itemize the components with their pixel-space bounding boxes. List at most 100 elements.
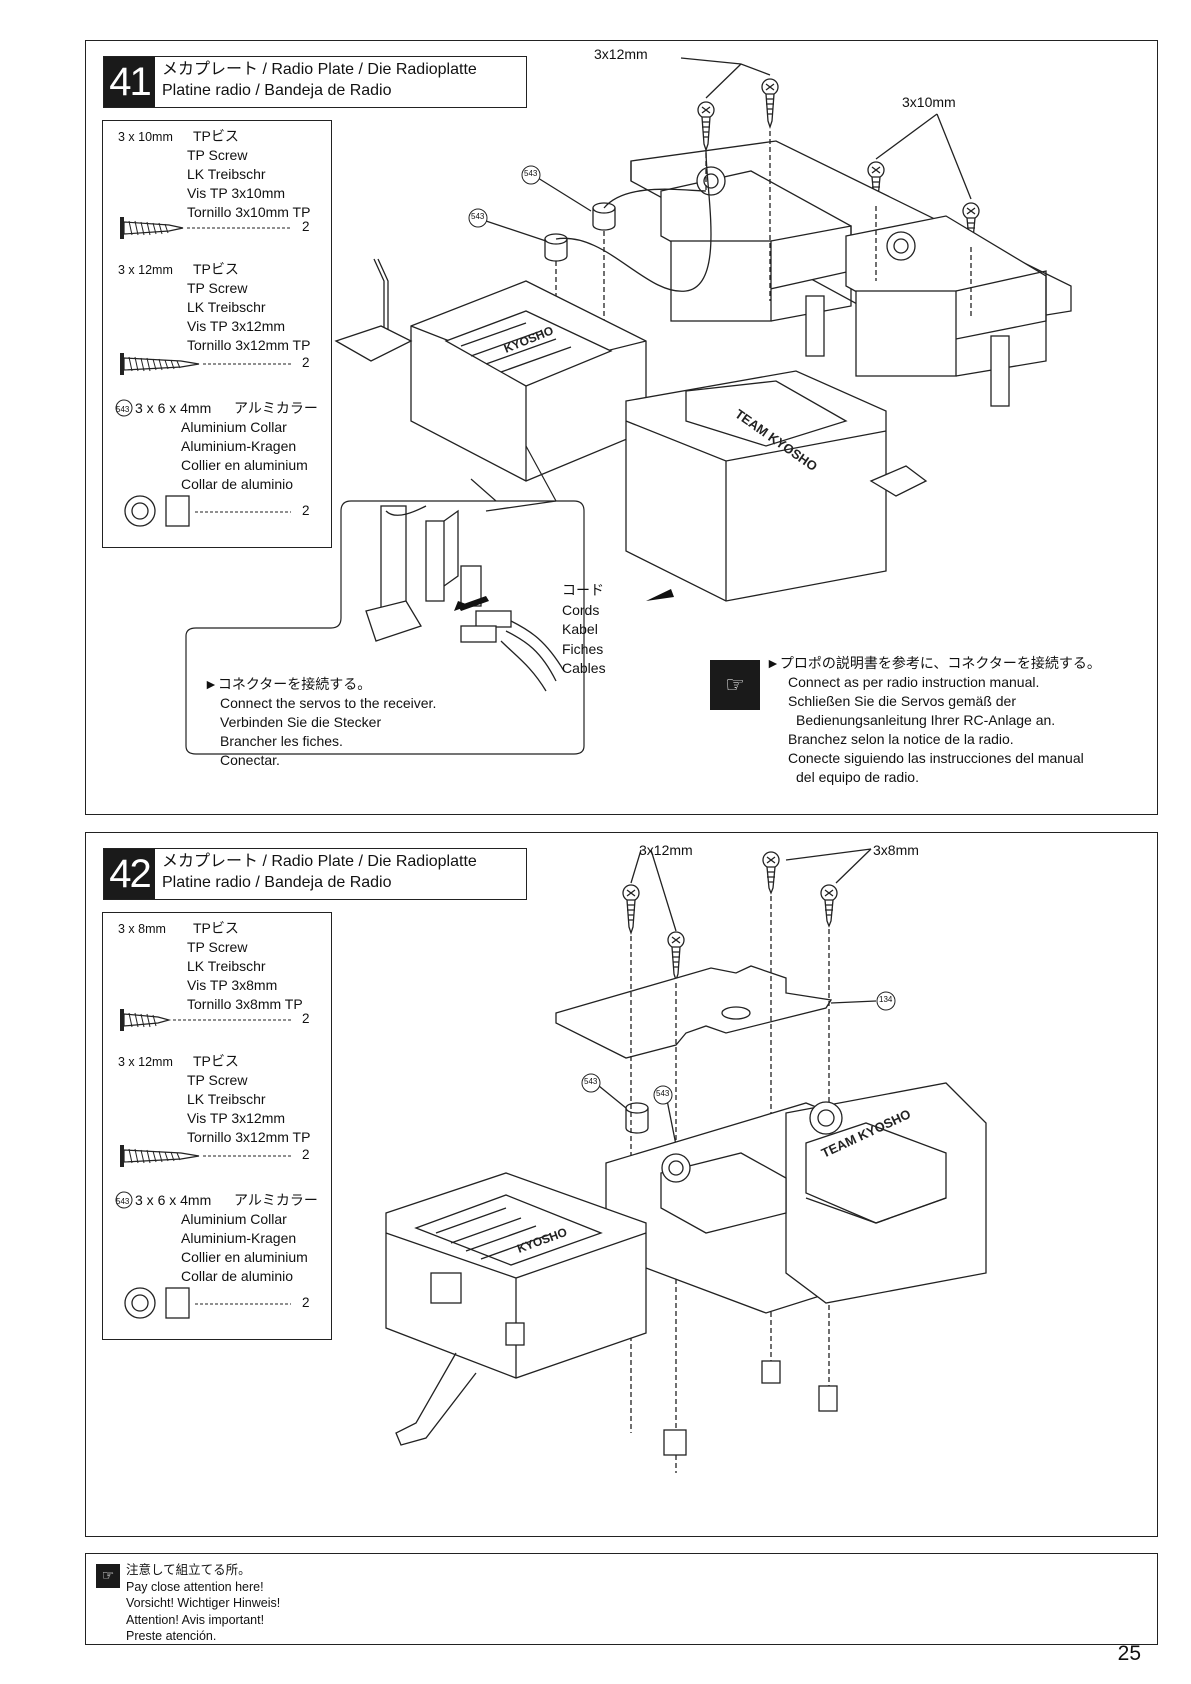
screw12b-name-2: Vis TP 3x12mm <box>187 1110 286 1126</box>
screw12-size: 3 x 12mm <box>118 263 173 277</box>
label-3x12mm-42: 3x12mm <box>639 842 693 858</box>
attention-de: Vorsicht! Wichtiger Hinweis! <box>126 1596 281 1610</box>
screw10-name-2: Vis TP 3x10mm <box>187 185 286 201</box>
note-de-1: Schließen Sie die Servos gemäß der <box>788 693 1016 709</box>
screw12-icon <box>120 353 291 375</box>
attention-jp: 注意して組立てる所。 <box>126 1563 251 1577</box>
collar2-name-0: Aluminium Collar <box>181 1211 287 1227</box>
screw8-size: 3 x 8mm <box>118 922 166 936</box>
step-42-title-line2: Platine radio / Bandeja de Radio <box>162 874 392 891</box>
screw12b-name-0: TP Screw <box>187 1072 248 1088</box>
collar2-qty: 2 <box>302 1295 310 1310</box>
step-41-number: 41 <box>104 57 155 107</box>
step-41-title-box: 41 メカプレート / Radio Plate / Die Radioplatt… <box>103 56 527 108</box>
note-en: Connect as per radio instruction manual. <box>788 674 1040 690</box>
screw8-name-2: Vis TP 3x8mm <box>187 977 278 993</box>
collar-name-1: Aluminium-Kragen <box>181 438 297 454</box>
collar-jp: アルミカラー <box>234 400 318 416</box>
note-es-2: del equipo de radio. <box>796 769 919 785</box>
connect-es: Conectar. <box>220 752 280 768</box>
attention-fr: Attention! Avis important! <box>126 1612 265 1627</box>
step-41-panel: 41 メカプレート / Radio Plate / Die Radioplatt… <box>85 40 1158 815</box>
cords-en: Cords <box>562 601 600 618</box>
collar2-num: 543 <box>116 1197 130 1206</box>
note-de-2: Bedienungsanleitung Ihrer RC-Anlage an. <box>796 712 1056 728</box>
collar-size: 3 x 6 x 4mm <box>135 400 212 416</box>
screw10-jp: TPビス <box>193 128 239 144</box>
screw12-jp: TPビス <box>193 261 239 277</box>
screw8-qty: 2 <box>302 1011 310 1026</box>
attention-en: Pay close attention here! <box>126 1579 264 1594</box>
collar-name-3: Collar de aluminio <box>181 476 294 492</box>
screw10-icon <box>120 217 291 239</box>
label-3x8mm: 3x8mm <box>873 842 919 858</box>
collar-qty: 2 <box>302 503 310 518</box>
screw8-name-1: LK Treibschr <box>187 958 266 974</box>
screw12b-jp: TPビス <box>193 1053 239 1069</box>
label-543a-42: 543 <box>584 1077 598 1086</box>
step-42-number: 42 <box>104 849 155 899</box>
collar2-size: 3 x 6 x 4mm <box>135 1192 212 1208</box>
connect-jp: ►コネクターを接続する。 <box>204 676 372 692</box>
attention-footer: ☞ 注意して組立てる所。 Pay close attention here! V… <box>85 1553 1158 1645</box>
step-41-parts-list: 3 x 10mm TPビス TP Screw LK Treibschr Vis … <box>102 120 332 548</box>
note-connect-manual: ►プロポの説明書を参考に、コネクターを接続する。 Connect as per … <box>766 654 1101 787</box>
collar2-jp: アルミカラー <box>234 1192 318 1208</box>
step-41-title-line1: メカプレート / Radio Plate / Die Radioplatte <box>162 61 477 78</box>
screw8-jp: TPビス <box>193 920 239 936</box>
label-134: 134 <box>879 995 893 1004</box>
collar-name-0: Aluminium Collar <box>181 419 287 435</box>
step-41-assembly-drawing: KYOSHO TEAM KYOSHO <box>185 57 1072 755</box>
label-543a: 543 <box>471 212 485 221</box>
detail-connect-text: ►コネクターを接続する。 Connect the servos to the r… <box>204 675 436 770</box>
screw12-name-1: LK Treibschr <box>187 299 266 315</box>
screw12b-name-1: LK Treibschr <box>187 1091 266 1107</box>
collar2-name-1: Aluminium-Kragen <box>181 1230 297 1246</box>
pointing-hand-icon: ☞ <box>710 660 760 710</box>
cords-fr: Fiches <box>562 640 604 657</box>
screw10-name-1: LK Treibschr <box>187 166 266 182</box>
screw12b-qty: 2 <box>302 1147 310 1162</box>
screw12-name-0: TP Screw <box>187 280 248 296</box>
part-543b-badge <box>115 1191 133 1209</box>
cords-de: Kabel <box>562 621 598 637</box>
step-41-title-line2: Platine radio / Bandeja de Radio <box>162 82 392 99</box>
screw12-qty: 2 <box>302 355 310 370</box>
cords-jp: コード <box>562 582 604 598</box>
screw12b-name-3: Tornillo 3x12mm TP <box>187 1129 311 1145</box>
screw10-size: 3 x 10mm <box>118 130 173 144</box>
collar2-icon <box>124 1287 291 1319</box>
collar-num: 543 <box>116 405 130 414</box>
collar-icon <box>124 495 291 527</box>
screw8-icon <box>120 1009 291 1031</box>
step-42-title: メカプレート / Radio Plate / Die Radioplatte P… <box>162 851 477 893</box>
step-42-title-box: 42 メカプレート / Radio Plate / Die Radioplatt… <box>103 848 527 900</box>
screw10-name-3: Tornillo 3x10mm TP <box>187 204 311 220</box>
note-jp: ►プロポの説明書を参考に、コネクターを接続する。 <box>766 655 1101 671</box>
step-41-title: メカプレート / Radio Plate / Die Radioplatte P… <box>162 59 477 101</box>
note-es-1: Conecte siguiendo las instrucciones del … <box>788 750 1084 766</box>
screw12b-size: 3 x 12mm <box>118 1055 173 1069</box>
step-42-title-line1: メカプレート / Radio Plate / Die Radioplatte <box>162 853 477 870</box>
collar2-name-3: Collar de aluminio <box>181 1268 294 1284</box>
connect-fr: Brancher les fiches. <box>220 733 343 749</box>
attention-es: Preste atención. <box>126 1629 217 1643</box>
attention-text: 注意して組立てる所。 Pay close attention here! Vor… <box>126 1562 280 1645</box>
screw8-name-0: TP Screw <box>187 939 248 955</box>
cords-es: Cables <box>562 660 606 676</box>
note-fr: Branchez selon la notice de la radio. <box>788 731 1014 747</box>
screw-icon <box>761 78 779 130</box>
collar2-name-2: Collier en aluminium <box>181 1249 308 1265</box>
page-number: 25 <box>1117 1642 1141 1665</box>
screw8-name-3: Tornillo 3x8mm TP <box>187 996 303 1012</box>
attention-hand-icon: ☞ <box>96 1564 120 1588</box>
collar-name-2: Collier en aluminium <box>181 457 308 473</box>
step-42-panel: 42 メカプレート / Radio Plate / Die Radioplatt… <box>85 832 1158 1537</box>
screw12-name-3: Tornillo 3x12mm TP <box>187 337 311 353</box>
label-3x10mm: 3x10mm <box>902 94 956 110</box>
label-543b-42: 543 <box>656 1089 670 1098</box>
screw12-name-2: Vis TP 3x12mm <box>187 318 286 334</box>
connect-en: Connect the servos to the receiver. <box>220 695 437 711</box>
detail-cords-labels: コード Cords Kabel Fiches Cables <box>562 581 606 679</box>
step-42-parts-list: 3 x 8mm TPビス TP Screw LK Treibschr Vis T… <box>102 912 332 1340</box>
